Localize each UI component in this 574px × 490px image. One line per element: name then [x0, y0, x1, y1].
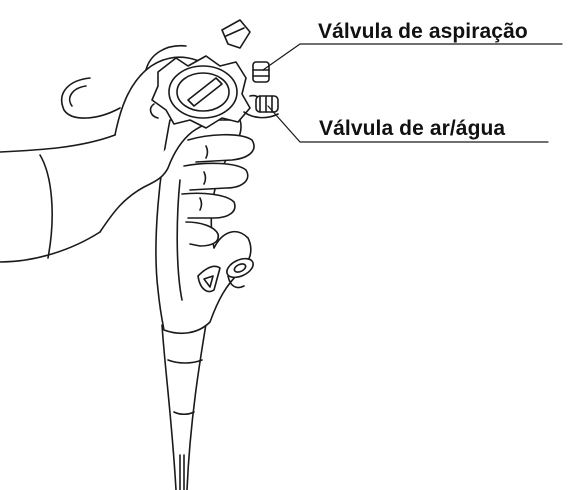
aspiration-leader-line — [263, 44, 562, 70]
angulation-knob — [151, 20, 260, 128]
insertion-tube — [162, 318, 207, 490]
aspiration-valve-label: Válvula de aspiração — [318, 20, 528, 44]
air-water-valve-label: Válvula de ar/água — [319, 117, 505, 141]
